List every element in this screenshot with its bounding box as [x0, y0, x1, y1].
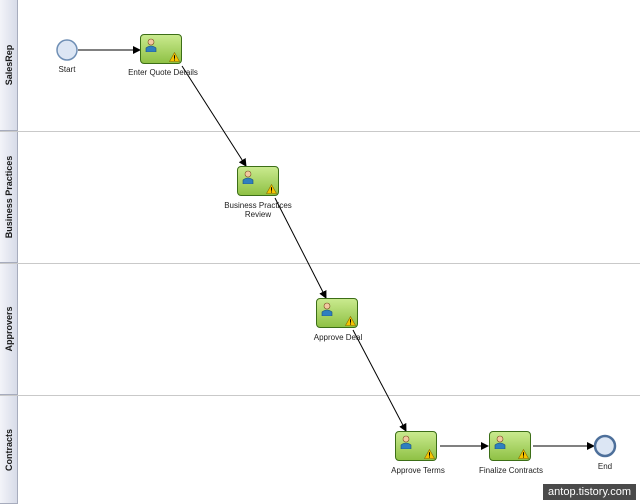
task-label: Enter Quote Details: [128, 68, 198, 77]
task-label-line: Business Practices: [224, 201, 292, 210]
task-label: Approve Deal: [313, 333, 363, 342]
task-enter-quote-details[interactable]: [140, 34, 182, 64]
sequence-flow-enter-quote-to-bp-review[interactable]: [181, 65, 247, 167]
user-icon: [400, 435, 412, 449]
watermark: antop.tistory.com: [543, 484, 636, 500]
user-icon: [494, 435, 506, 449]
lane-header: SalesRep: [0, 0, 18, 131]
lane-business-practices: Business Practices: [0, 132, 640, 264]
end-event[interactable]: [593, 434, 617, 458]
start-event-label: Start: [58, 65, 76, 74]
sequence-flow-bp-review-to-approve-deal[interactable]: [274, 197, 327, 299]
warning-icon: [345, 316, 356, 326]
sequence-flow-approve-deal-to-approve-terms[interactable]: [352, 329, 407, 432]
lane-header: Business Practices: [0, 132, 18, 263]
warning-icon: [266, 184, 277, 194]
user-icon: [145, 38, 157, 52]
lane-approvers: Approvers: [0, 264, 640, 396]
task-label: Finalize Contracts: [478, 466, 544, 475]
lane-salesrep: SalesRep: [0, 0, 640, 132]
lane-header: Approvers: [0, 264, 18, 395]
warning-icon: [424, 449, 435, 459]
warning-icon: [518, 449, 529, 459]
end-event-label: End: [597, 462, 613, 471]
user-icon: [321, 302, 333, 316]
task-approve-deal[interactable]: [316, 298, 358, 328]
start-event[interactable]: [56, 39, 78, 61]
task-approve-terms[interactable]: [395, 431, 437, 461]
task-label: Approve Terms: [391, 466, 445, 475]
user-icon: [242, 170, 254, 184]
task-label-line: Review: [244, 210, 272, 219]
task-finalize-contracts[interactable]: [489, 431, 531, 461]
task-business-practices-review[interactable]: [237, 166, 279, 196]
warning-icon: [169, 52, 180, 62]
task-label: Business Practices Review: [214, 201, 302, 219]
